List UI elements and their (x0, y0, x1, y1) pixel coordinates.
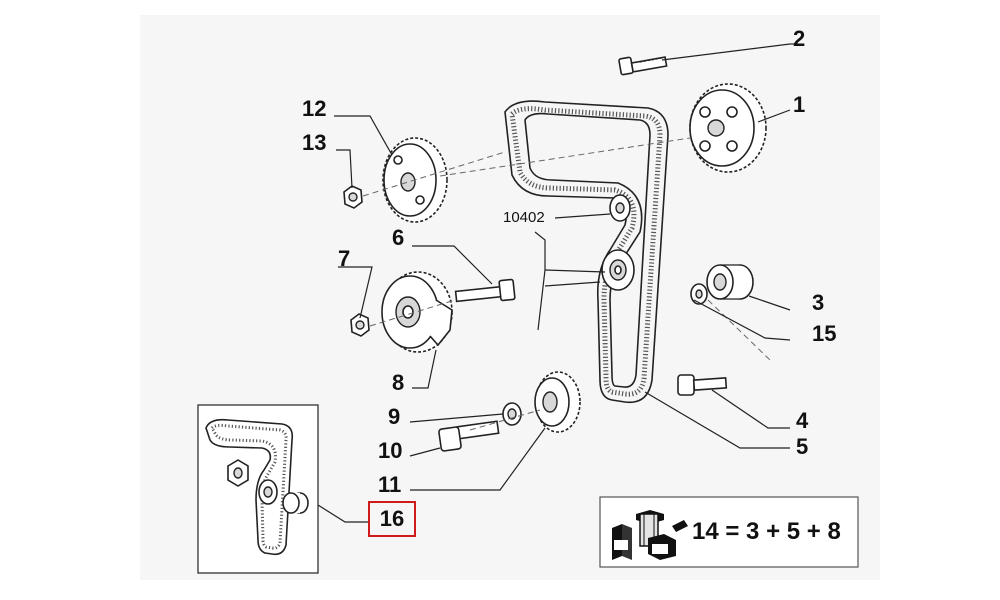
callout-4: 4 (796, 408, 809, 433)
callout-6: 6 (392, 225, 404, 250)
callout-8: 8 (392, 370, 404, 395)
kit-note-box (599, 496, 859, 568)
belt-tensioner-pulley[interactable] (601, 249, 635, 291)
callout-15: 15 (812, 321, 836, 346)
callout-10: 10 (378, 438, 402, 463)
camshaft-pulley-right[interactable] (689, 83, 767, 173)
callout-13: 13 (302, 130, 326, 155)
callout-10402: 10402 (503, 209, 545, 226)
washer-part-15[interactable] (690, 283, 708, 305)
washer-part-9[interactable] (502, 402, 522, 426)
camshaft-pulley-left[interactable] (382, 137, 448, 223)
callout-11: 11 (378, 472, 401, 497)
bolt-part-10[interactable] (438, 420, 500, 452)
kit-box-icon (612, 510, 688, 560)
crankshaft-pulley-part-11[interactable] (534, 371, 581, 433)
callout-5: 5 (796, 434, 808, 459)
callout-12: 12 (302, 96, 326, 121)
bolt-part-2[interactable] (618, 56, 668, 76)
callout-1: 1 (793, 92, 805, 117)
nut-part-7[interactable] (350, 313, 370, 337)
bolt-part-6[interactable] (454, 278, 516, 303)
timing-belt[interactable] (504, 100, 669, 404)
callout-7: 7 (338, 246, 350, 271)
callout-2: 2 (793, 26, 805, 51)
idler-roller-part-3[interactable] (706, 264, 754, 300)
tensioner-pulley-part-8[interactable] (381, 271, 453, 353)
callout-9: 9 (388, 404, 400, 429)
bolt-part-4[interactable] (677, 374, 728, 396)
kit-formula: 14 = 3 + 5 + 8 (692, 518, 841, 545)
callout-16: 16 (379, 506, 405, 531)
inset-kit-view[interactable] (197, 404, 319, 574)
nut-part-13[interactable] (343, 185, 363, 209)
belt-idler-roller[interactable] (609, 194, 631, 222)
callout-16-highlight[interactable]: 16 (368, 501, 416, 537)
callout-3: 3 (812, 290, 824, 315)
leader-lines (317, 43, 795, 523)
